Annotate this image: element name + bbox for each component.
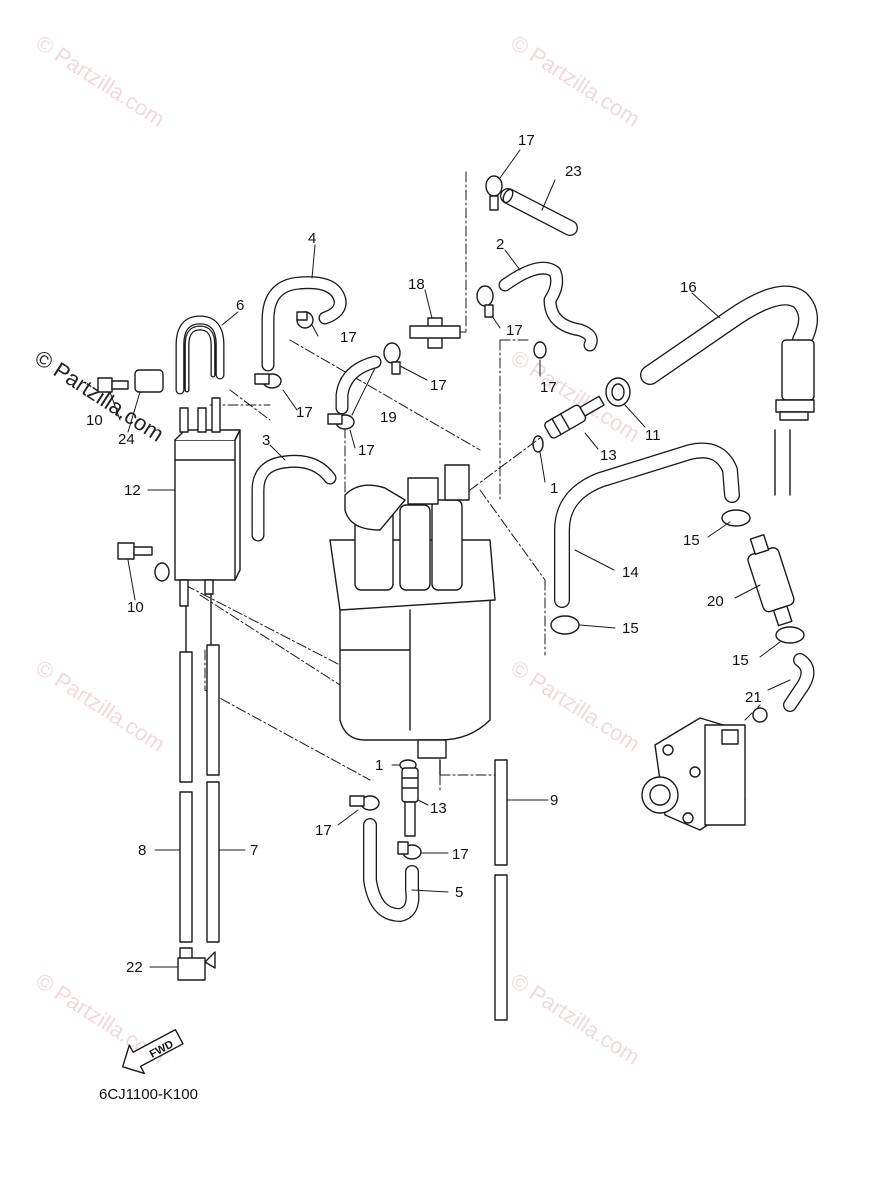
hose-9 — [494, 759, 508, 866]
fitting-13 — [401, 767, 419, 837]
fuel-filter-12 — [174, 397, 241, 607]
callout: 17 — [315, 822, 332, 839]
callout: 18 — [408, 276, 425, 293]
callout: 11 — [645, 427, 661, 444]
diagram-code: 6CJ1100-K100 — [99, 1086, 198, 1103]
callout: 9 — [550, 792, 559, 809]
callout: 17 — [296, 404, 313, 421]
clip-17 — [349, 795, 380, 811]
clip-17 — [254, 373, 282, 389]
callout: 2 — [496, 236, 505, 253]
callout: 17 — [452, 846, 469, 863]
callout: 15 — [732, 652, 749, 669]
vapor-separator — [329, 464, 496, 776]
callout: 6 — [236, 297, 245, 314]
leader-lines — [109, 149, 791, 968]
hose-8 — [179, 791, 193, 943]
callout: 17 — [540, 379, 557, 396]
callout: 16 — [680, 279, 697, 296]
callout: 24 — [118, 431, 135, 448]
clip-17 — [476, 285, 494, 318]
hose-8 — [179, 651, 193, 783]
callout: 14 — [622, 564, 639, 581]
clip-17 — [296, 311, 314, 329]
callout: 10 — [86, 412, 103, 429]
joint-18 — [409, 317, 461, 349]
bracket-24 — [134, 369, 164, 393]
elbow-22 — [177, 947, 216, 981]
callout: 5 — [455, 884, 464, 901]
clip-17 — [485, 175, 503, 211]
hose-9 — [494, 874, 508, 1021]
hose-7 — [206, 781, 220, 943]
callout: 17 — [506, 322, 523, 339]
callout: 20 — [707, 593, 724, 610]
callout: 23 — [565, 163, 582, 180]
callout: 15 — [683, 532, 700, 549]
callout: 12 — [124, 482, 141, 499]
callout: 17 — [518, 132, 535, 149]
fuel-filter-20 — [747, 534, 795, 627]
fwd-arrow — [121, 1028, 184, 1075]
clamp-15 — [775, 626, 805, 644]
callout: 22 — [126, 959, 143, 976]
callout: 17 — [358, 442, 375, 459]
callout: 17 — [340, 329, 357, 346]
clip-17 — [327, 413, 355, 430]
clip-17 — [383, 342, 401, 375]
callout: 17 — [430, 377, 447, 394]
fitting-13 — [544, 395, 605, 439]
clip-17 — [397, 841, 422, 860]
clamp-11 — [605, 377, 631, 407]
callout: 3 — [262, 432, 271, 449]
fuel-pump — [641, 707, 768, 831]
clip-17 — [533, 341, 547, 359]
clamp-15 — [550, 615, 580, 635]
callout: 7 — [250, 842, 259, 859]
hose-14 — [554, 442, 740, 608]
bolt-10 — [117, 542, 153, 560]
callout: 1 — [550, 480, 559, 497]
callout: 1 — [375, 757, 384, 774]
callout: 19 — [380, 409, 397, 426]
callout: 21 — [745, 689, 762, 706]
hose-7 — [206, 644, 220, 776]
callout: 15 — [622, 620, 639, 637]
callout: 13 — [600, 447, 617, 464]
callout: 10 — [127, 599, 144, 616]
bolt-10 — [97, 377, 129, 393]
callout: 13 — [430, 800, 447, 817]
callout: 4 — [308, 230, 317, 247]
o-ring-1 — [532, 435, 544, 453]
clamp-15 — [721, 509, 751, 527]
callout: 8 — [138, 842, 147, 859]
